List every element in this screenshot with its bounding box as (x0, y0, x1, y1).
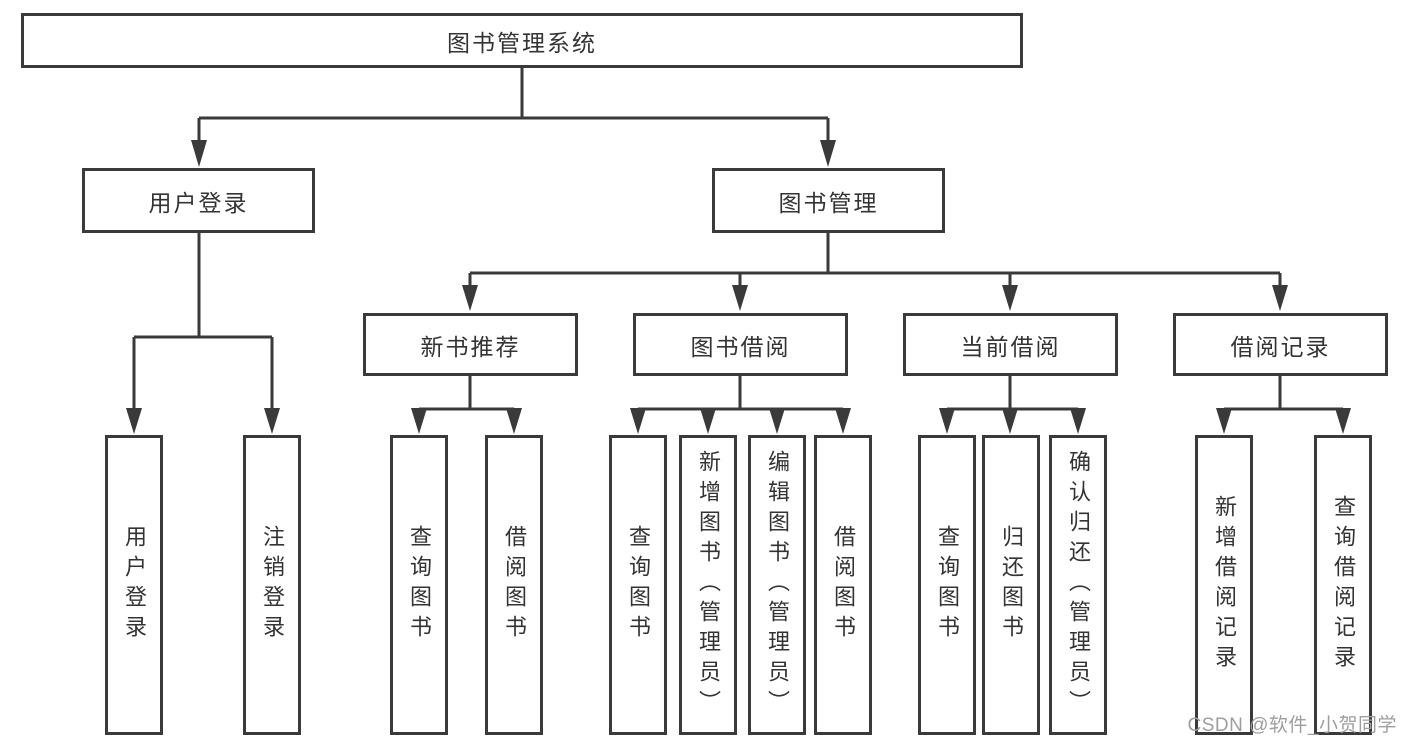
node-borrowing-records: 借阅记录 (1173, 313, 1388, 376)
node-user-login: 用户登录 (82, 168, 315, 233)
leaf-query-books-recommend: 查询图书 (390, 435, 448, 735)
leaf-user-login: 用户登录 (105, 435, 163, 735)
leaf-logout: 注销登录 (243, 435, 301, 735)
leaf-edit-book-admin: 编辑图书（管理员） (748, 435, 806, 735)
node-book-borrowing: 图书借阅 (633, 313, 848, 376)
node-book-management: 图书管理 (712, 168, 945, 233)
node-new-book-recommend: 新书推荐 (363, 313, 578, 376)
csdn-watermark: CSDN @软件_小贺同学 (1187, 715, 1397, 736)
leaf-add-book-admin: 新增图书（管理员） (679, 435, 737, 735)
node-current-borrowing: 当前借阅 (903, 313, 1118, 376)
leaf-borrow-books-recommend: 借阅图书 (485, 435, 543, 735)
leaf-query-books-current: 查询图书 (918, 435, 976, 735)
leaf-confirm-return-admin: 确认归还（管理员） (1049, 435, 1107, 735)
leaf-return-book: 归还图书 (982, 435, 1040, 735)
leaf-add-borrow-record: 新增借阅记录 (1195, 435, 1253, 735)
leaf-query-books-borrowing: 查询图书 (609, 435, 667, 735)
leaf-query-borrow-record: 查询借阅记录 (1314, 435, 1372, 735)
node-root-library-system: 图书管理系统 (21, 13, 1023, 68)
leaf-borrow-books-borrowing: 借阅图书 (814, 435, 872, 735)
